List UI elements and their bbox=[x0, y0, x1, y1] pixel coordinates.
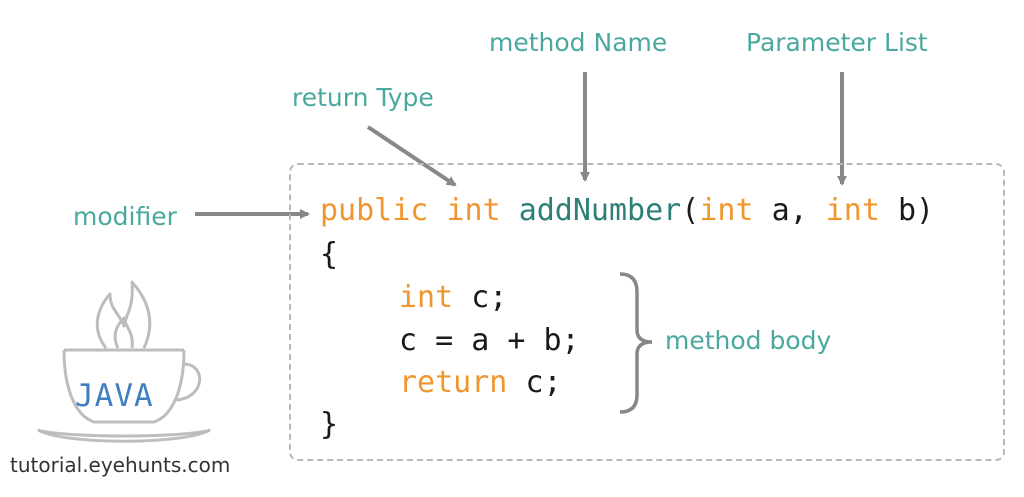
label-parameter-list: Parameter List bbox=[746, 28, 928, 57]
java-logo-text: JAVA bbox=[75, 378, 154, 414]
java-coffee-cup-icon bbox=[37, 280, 211, 443]
code-body-line-2: c = a + b; bbox=[399, 323, 580, 358]
label-modifier: modifier bbox=[73, 202, 177, 231]
code-body-type-token: int bbox=[399, 280, 454, 315]
code-param1-name-token: a, bbox=[771, 193, 808, 228]
label-return-type: return Type bbox=[292, 83, 434, 112]
code-open-paren-token: ( bbox=[681, 193, 700, 228]
return-type-arrow bbox=[366, 125, 457, 187]
code-open-brace: { bbox=[320, 237, 339, 272]
method-body-brace-icon bbox=[619, 272, 653, 414]
code-close-brace: } bbox=[320, 407, 339, 442]
code-param1-type-token: int bbox=[699, 193, 754, 228]
code-return-value-token: c; bbox=[525, 365, 562, 400]
code-method-name-token: addNumber bbox=[518, 193, 682, 228]
code-return-type-token: int bbox=[446, 193, 501, 228]
label-method-body: method body bbox=[665, 326, 832, 355]
code-param2-type-token: int bbox=[825, 193, 880, 228]
code-box bbox=[289, 163, 1005, 461]
code-body-line-3: return c; bbox=[399, 368, 562, 398]
code-body-var-token: c; bbox=[471, 280, 508, 315]
code-param2-rest-token: b) bbox=[898, 193, 935, 228]
code-signature-line: public int addNumber(int a, int b) bbox=[320, 196, 934, 226]
label-method-name: method Name bbox=[489, 28, 668, 57]
code-modifier-token: public bbox=[320, 193, 429, 228]
code-body-line-1: int c; bbox=[399, 283, 507, 313]
code-return-keyword-token: return bbox=[399, 365, 508, 400]
footer-site-text: tutorial.eyehunts.com bbox=[10, 453, 231, 477]
